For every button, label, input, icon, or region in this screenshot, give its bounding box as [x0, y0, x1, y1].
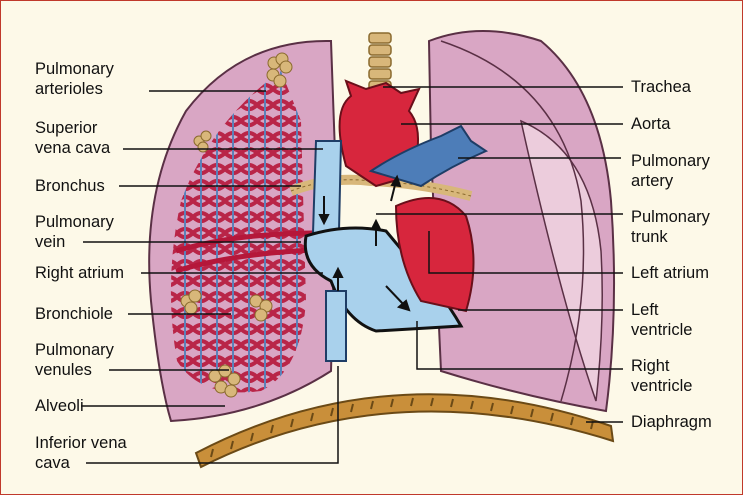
label-line: trunk	[631, 227, 710, 247]
label-line: arterioles	[35, 79, 114, 99]
label-line: ventricle	[631, 320, 692, 340]
label-line: Pulmonary	[35, 212, 114, 232]
label-line: Pulmonary	[631, 151, 710, 171]
label-line: Left	[631, 300, 692, 320]
label-aorta: Aorta	[631, 114, 670, 134]
label-alveoli: Alveoli	[35, 396, 84, 416]
label-bronchiole: Bronchiole	[35, 304, 113, 324]
label-line: Pulmonary	[35, 340, 114, 360]
label-right-ventricle: Right ventricle	[631, 356, 692, 396]
label-trachea: Trachea	[631, 77, 691, 97]
label-line: Inferior vena	[35, 433, 127, 453]
label-left-atrium: Left atrium	[631, 263, 709, 283]
label-line: Superior	[35, 118, 110, 138]
label-pulmonary-arterioles: Pulmonary arterioles	[35, 59, 114, 99]
label-line: Alveoli	[35, 396, 84, 416]
label-line: Pulmonary	[631, 207, 710, 227]
label-line: Aorta	[631, 114, 670, 134]
label-inferior-vena-cava: Inferior vena cava	[35, 433, 127, 473]
label-line: cava	[35, 453, 127, 473]
label-line: Right	[631, 356, 692, 376]
label-line: Pulmonary	[35, 59, 114, 79]
label-line: ventricle	[631, 376, 692, 396]
label-superior-vena-cava: Superior vena cava	[35, 118, 110, 158]
label-right-atrium: Right atrium	[35, 263, 124, 283]
label-line: vein	[35, 232, 114, 252]
label-pulmonary-vein: Pulmonary vein	[35, 212, 114, 252]
label-line: Bronchus	[35, 176, 105, 196]
label-pulmonary-trunk: Pulmonary trunk	[631, 207, 710, 247]
label-line: Diaphragm	[631, 412, 712, 432]
label-line: Right atrium	[35, 263, 124, 283]
label-pulmonary-venules: Pulmonary venules	[35, 340, 114, 380]
label-line: Left atrium	[631, 263, 709, 283]
trachea-shape	[369, 33, 391, 91]
label-line: vena cava	[35, 138, 110, 158]
label-line: artery	[631, 171, 710, 191]
label-line: Bronchiole	[35, 304, 113, 324]
label-line: venules	[35, 360, 114, 380]
label-left-ventricle: Left ventricle	[631, 300, 692, 340]
label-diaphragm: Diaphragm	[631, 412, 712, 432]
label-line: Trachea	[631, 77, 691, 97]
label-pulmonary-artery: Pulmonary artery	[631, 151, 710, 191]
ivc-shape	[326, 291, 346, 361]
label-bronchus: Bronchus	[35, 176, 105, 196]
